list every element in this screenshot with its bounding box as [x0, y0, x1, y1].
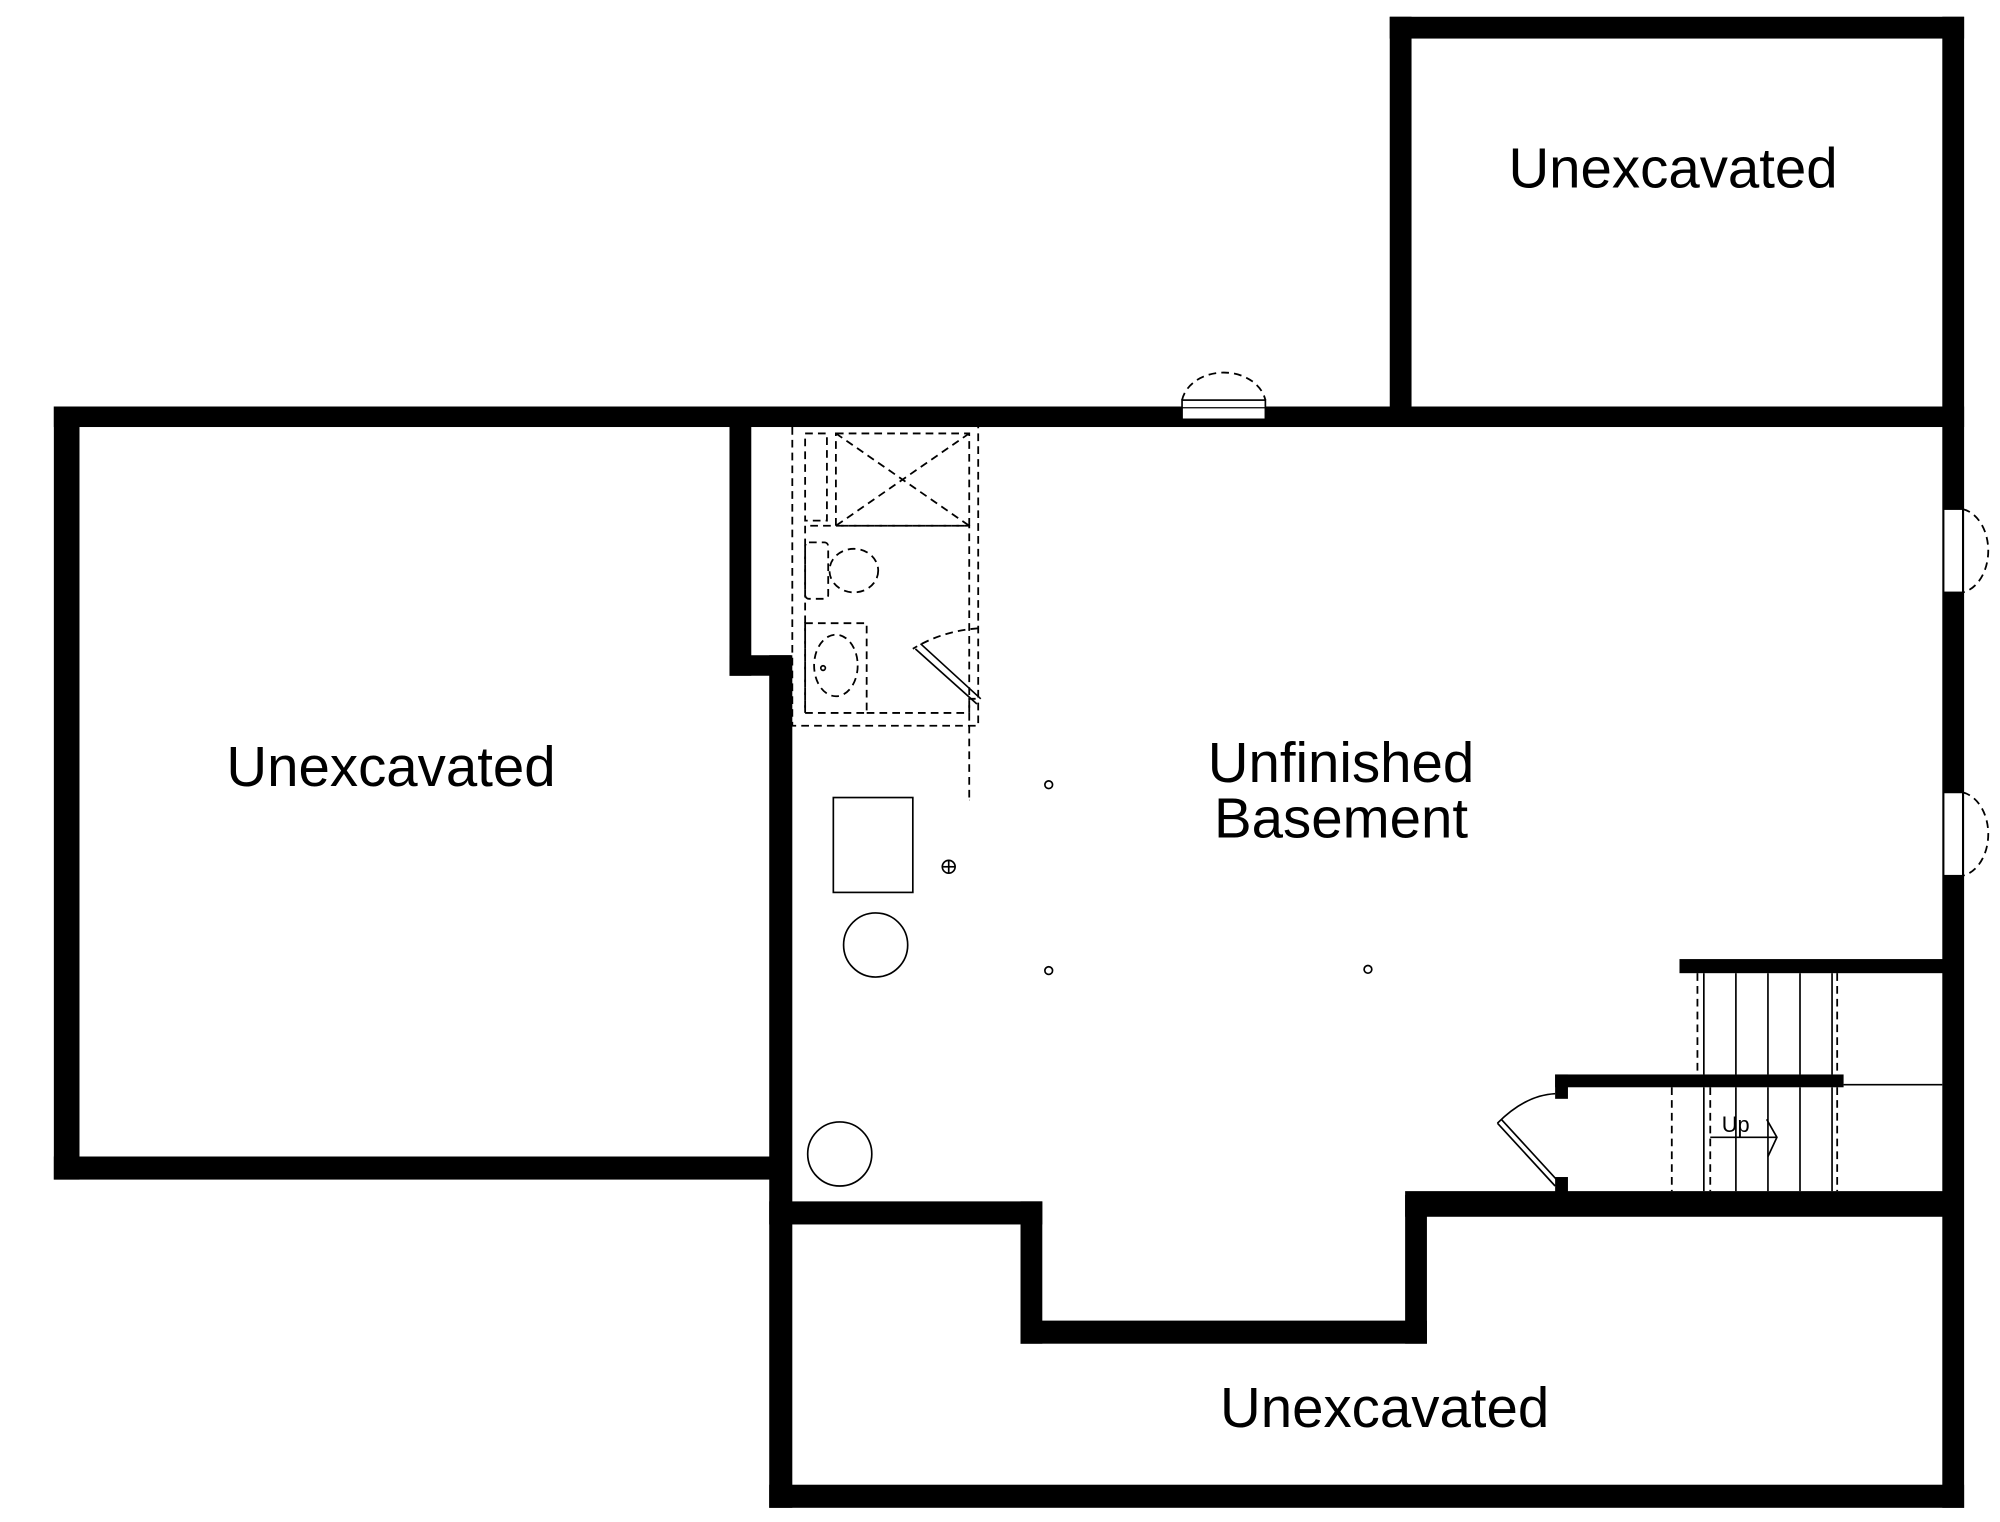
- window-top: [1181, 371, 1267, 421]
- bath-linen: [804, 432, 828, 522]
- column-icon: [1044, 780, 1054, 790]
- bath-outline: [791, 427, 980, 727]
- bottom-box-top-wall-right: [1405, 1191, 1944, 1217]
- bump-bottom-wall: [1020, 1320, 1427, 1344]
- stair-upper-wall: [1679, 959, 1944, 974]
- column-icon: [1363, 964, 1373, 975]
- window-right-upper: [1942, 508, 1990, 594]
- staircase: Up: [1670, 973, 1943, 1192]
- room-label-unexcavated-left: Unexcavated: [226, 735, 555, 798]
- upper-box-top-wall: [1389, 16, 1965, 39]
- bump-left-wall: [1020, 1201, 1043, 1344]
- bump-right-wall: [1405, 1194, 1427, 1344]
- stair-up-label: Up: [1722, 1112, 1750, 1137]
- column-icon: [1044, 965, 1054, 976]
- sink-icon: [813, 633, 859, 698]
- window-right-lower: [1942, 791, 1990, 877]
- inner-wall-lower: [769, 655, 793, 1508]
- shower: [835, 432, 971, 527]
- future-bathroom: [791, 427, 982, 801]
- room-label-unexcavated-top-right: Unexcavated: [1508, 136, 1837, 199]
- closet-jamb-top: [1555, 1074, 1568, 1099]
- stair-lower-wall: [1555, 1074, 1844, 1088]
- right-outer-wall: [1942, 16, 1965, 1508]
- furnace: [832, 796, 914, 894]
- bottom-outer-wall: [769, 1484, 1965, 1508]
- room-label-unfinished: Unfinished: [1208, 731, 1475, 794]
- toilet-tank: [804, 541, 830, 600]
- bottom-box-top-wall-left: [769, 1201, 1043, 1225]
- sump-pit: [806, 1121, 873, 1187]
- closet-door: [1496, 1092, 1560, 1187]
- left-outer-wall: [53, 406, 80, 1180]
- left-bottom-wall: [53, 1156, 792, 1180]
- inner-wall-upper: [729, 423, 752, 676]
- vanity: [804, 622, 868, 714]
- upper-box-left-wall: [1389, 16, 1412, 415]
- walls: [53, 16, 1965, 1508]
- room-label-basement: Basement: [1214, 786, 1468, 849]
- room-label-unexcavated-bottom: Unexcavated: [1220, 1376, 1549, 1439]
- floor-drain-icon: [941, 859, 956, 875]
- main-top-wall: [53, 406, 1965, 428]
- water-heater: [842, 912, 909, 978]
- toilet-bowl-icon: [828, 547, 880, 594]
- bath-door-swing: [912, 627, 979, 650]
